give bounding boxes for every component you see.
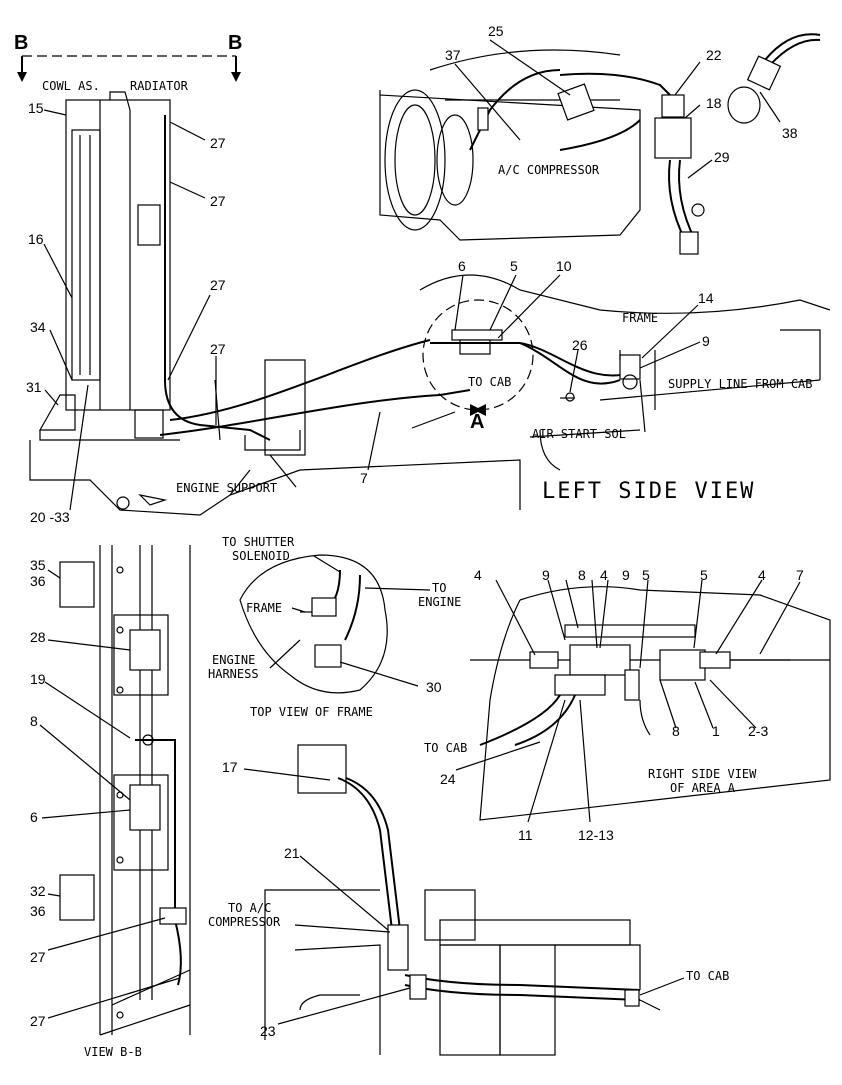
label-left-side-view: LEFT SIDE VIEW: [542, 479, 755, 504]
callout-r4b: 4: [600, 567, 608, 583]
callout-r9b: 9: [622, 567, 630, 583]
callout-27a: 27: [210, 135, 226, 151]
label-to-ac-1: TO A/C: [228, 901, 271, 915]
callout-27f: 27: [30, 1013, 46, 1029]
label-top-view: TOP VIEW OF FRAME: [250, 705, 373, 719]
section-b-marker: B B: [14, 32, 242, 82]
callout-27b: 27: [210, 193, 226, 209]
callout-numbers: 15 16 34 31 20 -33 27 27 27 27 37 25 22 …: [26, 23, 804, 1039]
label-supply-line: SUPPLY LINE FROM CAB: [668, 377, 813, 391]
label-to-shutter-2: SOLENOID: [232, 549, 290, 563]
label-to-ac-2: COMPRESSOR: [208, 915, 281, 929]
callout-r5b: 5: [700, 567, 708, 583]
label-engine-support: ENGINE SUPPORT: [176, 481, 277, 495]
section-mark-left: B: [14, 32, 28, 54]
label-engine-harness-1: ENGINE: [212, 653, 255, 667]
callout-16: 16: [28, 231, 44, 247]
leader-lines: [39, 39, 801, 1025]
callout-20-33: 20 -33: [30, 509, 70, 525]
label-right-side-1: RIGHT SIDE VIEW: [648, 767, 757, 781]
callout-25: 25: [488, 23, 504, 39]
view-b-b-drawing: [59, 545, 191, 1036]
lower-routing-drawing: [264, 744, 661, 1056]
label-ac-compressor: A/C COMPRESSOR: [498, 163, 600, 177]
section-mark-right: B: [228, 32, 242, 54]
callout-30: 30: [426, 679, 442, 695]
label-to-cab-2: TO CAB: [424, 741, 467, 755]
label-to-cab-3: TO CAB: [686, 969, 729, 983]
label-frame: FRAME: [622, 311, 658, 325]
callout-r9a: 9: [542, 567, 550, 583]
callout-22: 22: [706, 47, 722, 63]
callout-8: 8: [30, 713, 38, 729]
callout-17: 17: [222, 759, 238, 775]
callout-14: 14: [698, 290, 714, 306]
callout-7: 7: [360, 470, 368, 486]
callout-r4c: 4: [758, 567, 766, 583]
callout-5: 5: [510, 258, 518, 274]
label-engine-harness-2: HARNESS: [208, 667, 259, 681]
callout-35: 35: [30, 557, 46, 573]
callout-19: 19: [30, 671, 46, 687]
callout-36b: 36: [30, 903, 46, 919]
callout-32: 32: [30, 883, 46, 899]
callout-26: 26: [572, 337, 588, 353]
callout-29: 29: [714, 149, 730, 165]
callout-6: 6: [458, 258, 466, 274]
right-side-view-area-a-drawing: [470, 586, 831, 821]
diagram-labels: COWL AS. RADIATOR A/C COMPRESSOR FRAME T…: [42, 79, 813, 1059]
label-to-engine-2: ENGINE: [418, 595, 461, 609]
callout-r12-13: 12-13: [578, 827, 614, 843]
callout-15: 15: [28, 100, 44, 116]
callout-r11: 11: [518, 827, 533, 843]
callout-6b: 6: [30, 809, 38, 825]
callout-34: 34: [30, 319, 46, 335]
callout-27e: 27: [30, 949, 46, 965]
callout-31: 31: [26, 379, 42, 395]
callout-r8b: 8: [672, 723, 680, 739]
left-side-view-drawing: [29, 91, 831, 516]
callout-r2-3: 2-3: [748, 723, 768, 739]
area-a-detail: A: [422, 299, 641, 433]
callout-21: 21: [284, 845, 300, 861]
callout-r1: 1: [712, 723, 720, 739]
callout-r4a: 4: [474, 567, 482, 583]
callout-9: 9: [702, 333, 710, 349]
callout-r24: 24: [440, 771, 456, 787]
top-view-of-frame-drawing: [239, 554, 388, 694]
callout-37: 37: [445, 47, 461, 63]
callout-27d: 27: [210, 341, 226, 357]
callout-r5a: 5: [642, 567, 650, 583]
label-right-side-2: OF AREA A: [670, 781, 736, 795]
label-air-start-sol: AIR START SOL: [532, 427, 626, 441]
area-a-mark: A: [470, 411, 484, 433]
callout-36a: 36: [30, 573, 46, 589]
ac-compressor-drawing: [379, 33, 821, 255]
label-to-engine-1: TO: [432, 581, 446, 595]
label-view-bb: VIEW B-B: [84, 1045, 142, 1059]
callout-27c: 27: [210, 277, 226, 293]
callout-r8a: 8: [578, 567, 586, 583]
callout-38: 38: [782, 125, 798, 141]
callout-10: 10: [556, 258, 572, 274]
callout-23: 23: [260, 1023, 276, 1039]
label-radiator: RADIATOR: [130, 79, 189, 93]
label-frame-top: FRAME: [246, 601, 282, 615]
label-to-cab-1: TO CAB: [468, 375, 511, 389]
callout-r7: 7: [796, 567, 804, 583]
label-cowl-as: COWL AS.: [42, 79, 100, 93]
label-to-shutter-1: TO SHUTTER: [222, 535, 295, 549]
callout-28: 28: [30, 629, 46, 645]
callout-18: 18: [706, 95, 722, 111]
